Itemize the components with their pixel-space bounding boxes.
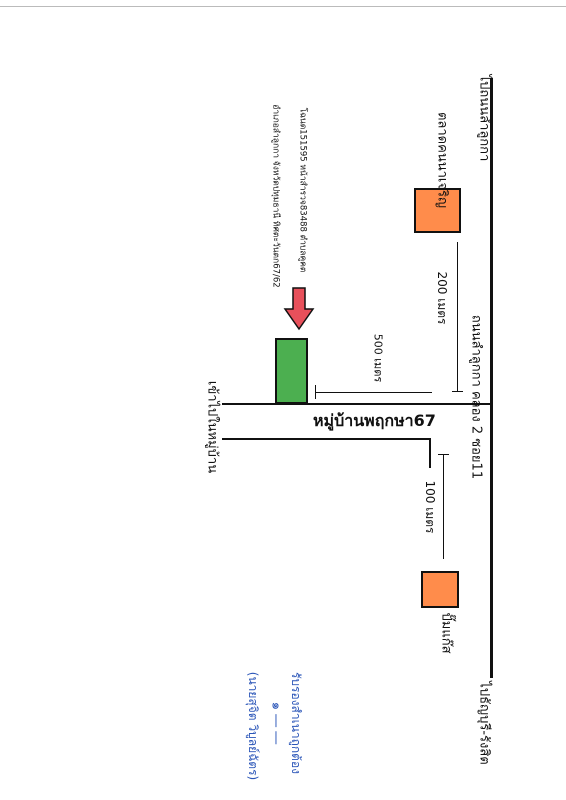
- dim-200-line: [457, 242, 458, 392]
- label-market: ตลาดคนนาเจริญ: [434, 111, 450, 209]
- scan-top-edge: [0, 6, 566, 7]
- signature-mark: ๑ ― ―: [268, 701, 284, 745]
- village-property-box: [275, 338, 308, 404]
- address-line-1: โฉนด151595 หน้าสำรวจ83488 ตำบลคูคต: [297, 107, 308, 273]
- side-road-lower-line: [222, 438, 430, 440]
- dim-100-tick: [438, 454, 449, 455]
- label-gas-station: ปั๊มแก๊ส: [438, 612, 454, 654]
- signature-certify: รับรองสำเนาถูกต้อง: [289, 671, 303, 775]
- label-dist-200: 200 เมตร: [435, 271, 449, 325]
- label-dist-500: 500 เมตร: [371, 333, 385, 383]
- label-main-road: ถนนลำลูกกา คลอง 2 ซอย11: [468, 314, 484, 480]
- dim-500-tick: [315, 385, 316, 399]
- gas-station-box: [421, 571, 459, 608]
- dim-200-tick: [452, 391, 463, 392]
- market-box: [414, 188, 461, 233]
- label-into-village: เข้าไปในหมู่บ้าน: [204, 380, 220, 474]
- dim-500-line: [315, 392, 432, 393]
- label-to-lam-luk-ka: ไปถนนลำลูกกา: [476, 74, 492, 162]
- signature-name: (นายสุจิต วิบูลย์ฉัตร): [246, 671, 260, 781]
- label-village: หมู่บ้านพฤกษา67: [313, 411, 436, 430]
- dim-100-line: [443, 454, 444, 559]
- label-to-thanyaburi: ไปธัญบุรี-รังสิต: [476, 681, 492, 765]
- label-dist-100: 100 เมตร: [423, 480, 437, 534]
- main-road-line: [490, 78, 493, 678]
- side-road-corner-line: [429, 438, 431, 468]
- side-road-upper-line: [222, 403, 490, 405]
- location-arrow-icon: [283, 287, 315, 331]
- address-line-2: อำเภอลำลูกกา จังหวัดปทุมธานี ทิศตะวันตก6…: [270, 104, 281, 288]
